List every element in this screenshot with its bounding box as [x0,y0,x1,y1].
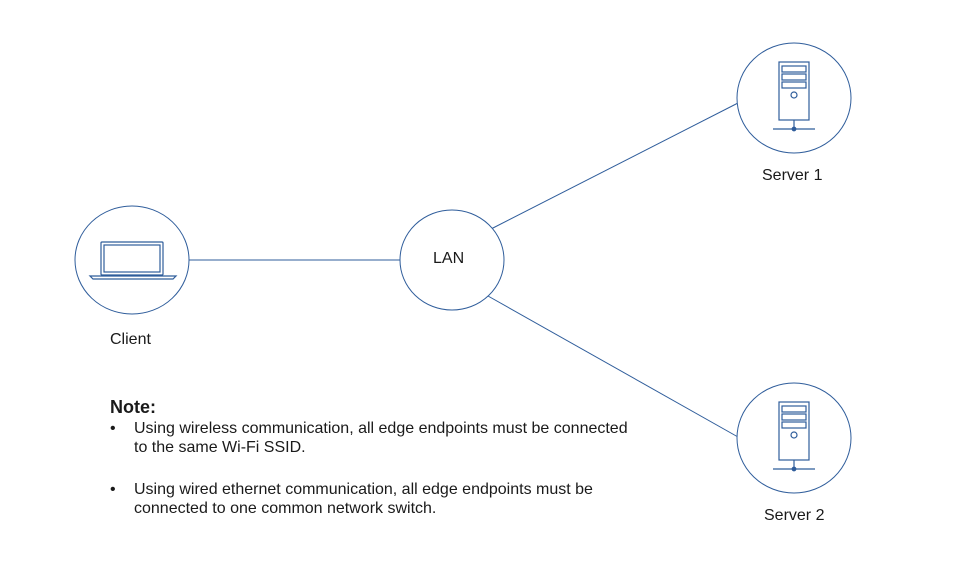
note-list: • Using wireless communication, all edge… [110,419,630,518]
lan-label: LAN [433,250,465,267]
server2-node [736,382,852,494]
client-node [74,205,190,315]
note-title: Note: [110,397,156,417]
server-tower-icon [773,401,815,472]
link-lan-server2 [487,295,739,438]
client-label: Client [110,331,151,348]
laptop-icon [88,241,178,280]
bullet-icon: • [110,481,116,498]
server1-label: Server 1 [762,167,823,184]
lan-node [399,209,505,311]
note-item-text: Using wired ethernet communication, all … [134,481,593,517]
note-item: • Using wired ethernet communication, al… [110,480,630,518]
note-block: Note: • Using wireless communication, al… [110,398,630,541]
link-lan-server1 [490,102,739,230]
server-tower-icon [773,61,815,132]
note-item-text: Using wireless communication, all edge e… [134,420,628,456]
server2-label: Server 2 [764,507,825,524]
bullet-icon: • [110,420,116,437]
server1-node [736,42,852,154]
note-item: • Using wireless communication, all edge… [110,419,630,457]
